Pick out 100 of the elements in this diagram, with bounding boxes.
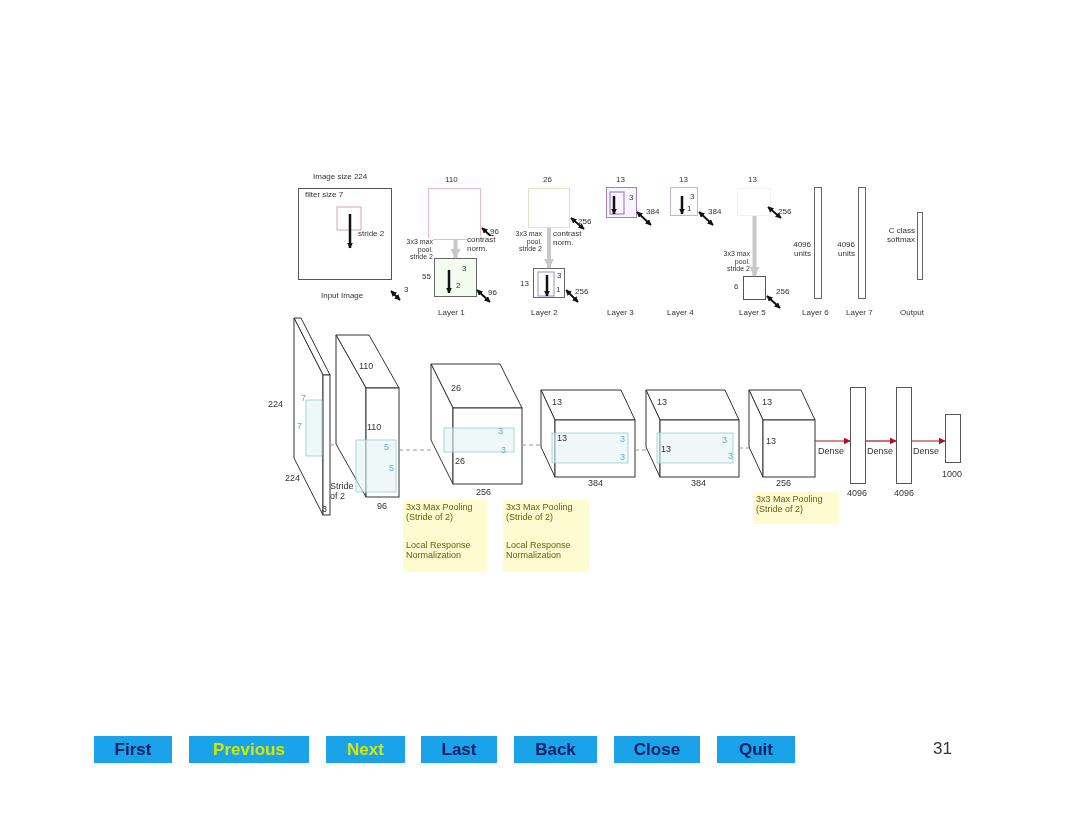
arrow [544,228,554,269]
dimension-label: 3 [322,505,327,515]
dimension-label: 13 [661,445,671,455]
nav-button: Quit [717,736,795,763]
layer-label: Layer 6 [802,309,829,318]
dimension-label: 384 [646,208,660,217]
note-text: Local Response Normalization [406,541,472,561]
nav-button: Last [421,736,497,763]
layer-label: Layer 4 [667,309,694,318]
edge-label: Dense [913,447,939,457]
dimension-label: 3 [501,446,506,456]
dimension-label: 26 [451,384,461,394]
note-text: 3x3 Max Pooling (Stride of 2) [506,503,574,523]
note-text: Local Response Normalization [506,541,572,561]
dimension-label: 256 [476,488,492,498]
dimension-label: 256 [776,288,790,297]
dimension-label: 1 [556,286,561,295]
dimension-label: 13 [616,176,625,185]
dimension-label: 3 [728,452,733,462]
dimension-label: 110 [445,176,458,185]
dimension-label: filter size 7 [305,191,344,200]
dimension-label: 3 [557,272,562,281]
dimension-label: 256 [776,479,792,489]
layer-label: Layer 7 [846,309,873,318]
edge-label: Dense [818,447,844,457]
dimension-label: 1 [687,205,692,214]
dimension-label: 3 [690,193,695,202]
stride-label: Stride of 2 [330,482,355,502]
dimension-label: 110 [367,423,382,433]
dimension-label: 13 [557,434,567,444]
dimension-label: 3 [722,436,727,446]
projection-line [398,449,432,451]
note-text: 3x3 Max Pooling (Stride of 2) [756,495,824,515]
dimension-label: 384 [691,479,707,489]
dimension-label: 96 [488,289,497,298]
dimension-label: 224 [285,474,301,484]
dimension-label: 3 [620,435,625,445]
annotation-text: contrast norm. [553,230,585,248]
dimension-label: 96 [490,228,499,237]
dimension-label: 26 [543,176,552,185]
dimension-label: 3 [620,453,625,463]
dimension-label: 110 [359,362,374,372]
layer-label: Output [900,309,924,318]
nav-button: Previous [189,736,309,763]
projection-line [634,449,647,451]
dimension-label: 13 [679,176,688,185]
dimension-label: 13 [766,437,776,447]
layer-label: Layer 2 [531,309,558,318]
dimension-label: 256 [575,288,589,297]
dimension-label: 13 [552,398,562,408]
dimension-label: 2 [456,282,461,291]
dimension-label: 3 [404,286,409,295]
dimension-label: 3 [462,265,467,274]
dimension-label: 3 [629,194,634,203]
dimension-label: Image size 224 [313,173,368,182]
arrow [911,437,946,445]
dimension-label: 13 [762,398,772,408]
annotation-text: contrast norm. [467,236,497,254]
projection-line [738,447,750,449]
projection-line [329,444,337,446]
layer-label: Layer 5 [739,309,766,318]
dimension-label: 7 [301,394,306,404]
dimension-label: 13 [657,398,667,408]
note-box [753,492,839,524]
dimension-label: 96 [377,502,387,512]
arrow [865,437,897,445]
nav-button: Next [326,736,405,763]
dimension-label: 7 [297,422,302,432]
edge-label: Dense [867,447,893,457]
dimension-label: 55 [422,273,431,282]
dimension-label: 256 [778,208,792,217]
note-text: 3x3 Max Pooling (Stride of 2) [406,503,474,523]
dimension-label: 224 [268,400,284,410]
dimension-label: stride 2 [358,230,385,239]
dimension-label: 13 [748,176,757,185]
note-box [503,500,589,572]
note-box [403,500,487,572]
layer-label: Layer 1 [438,309,465,318]
dimension-label: 4096 [894,489,915,499]
dimension-label: 384 [588,479,604,489]
nav-button: Back [514,736,597,763]
projection-line [521,444,542,446]
arrow [814,437,851,445]
dimension-label: 26 [455,457,465,467]
arrow [749,216,760,277]
dimension-label: 5 [389,464,394,474]
dimension-label: 256 [578,218,592,227]
dimension-label: 1000 [942,470,963,480]
dimension-label: 384 [708,208,722,217]
dimension-label: 4096 units [836,241,855,259]
dimension-label: C class softmax [886,227,915,245]
dimension-label: 6 [734,283,739,292]
dimension-label: 5 [384,443,389,453]
layer-label: Input Image [321,292,364,301]
layer-label: Layer 3 [607,309,634,318]
dimension-label: 3 [498,427,503,437]
dimension-label: 4096 [847,489,868,499]
nav-button: Close [614,736,700,763]
page-number: 31 [933,740,952,759]
dimension-label: 13 [520,280,529,289]
